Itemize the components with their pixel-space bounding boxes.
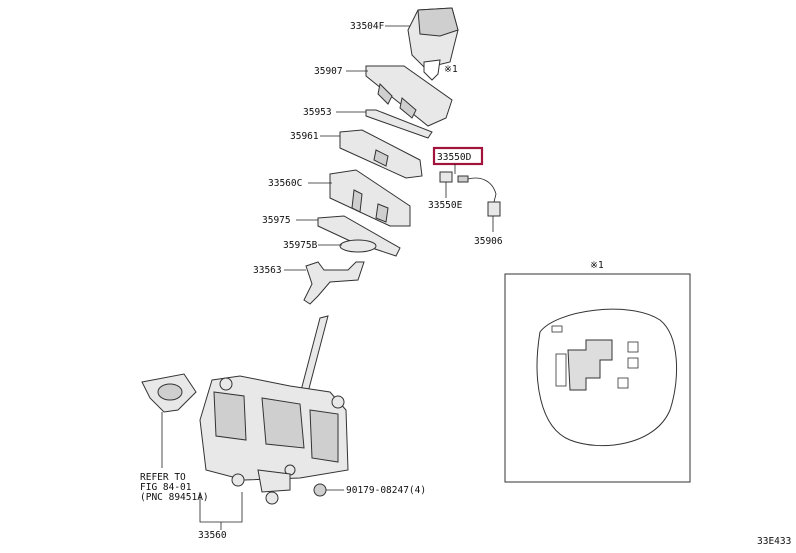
shift-knob[interactable] — [407, 7, 459, 69]
reference-line-3: (PNC 89451A) — [140, 492, 209, 503]
view-arrow-icon — [423, 59, 441, 81]
label-plate: 35953 — [303, 107, 332, 118]
label-lever: 33563 — [253, 265, 282, 276]
reference-line-2: FIG 84-01 — [140, 482, 192, 493]
label-base: 33560 — [198, 530, 227, 541]
label-wire: 35906 — [474, 236, 503, 247]
gate-slot-icon — [567, 339, 613, 391]
label-housing: 33560C — [268, 178, 302, 189]
label-cover: 35907 — [314, 66, 343, 77]
figure-code: 33E433 — [757, 536, 791, 547]
bolt[interactable] — [313, 483, 327, 497]
label-switch-e: 33550E — [428, 200, 463, 211]
label-knob: 33504F — [350, 21, 385, 32]
indicator-r-icon — [627, 341, 639, 353]
position-slider[interactable] — [339, 129, 423, 179]
lock-lever[interactable] — [303, 261, 365, 305]
shift-gate-view — [536, 308, 677, 447]
label-indicator: 35975 — [262, 215, 291, 226]
reference-line-1: REFER TO — [140, 472, 186, 483]
shift-cover[interactable] — [365, 65, 453, 127]
note-mark-1: ※1 — [444, 64, 458, 75]
wire-harness[interactable] — [467, 177, 501, 217]
indicator-plate[interactable] — [317, 215, 401, 257]
upper-housing[interactable] — [329, 169, 411, 227]
label-switch-assy[interactable]: 33550D — [437, 152, 472, 163]
highlight-frame — [432, 146, 484, 166]
label-bolt: 90179-08247(4) — [346, 485, 426, 496]
label-slider: 35961 — [290, 131, 319, 142]
indicator-n-icon — [627, 357, 639, 369]
switch-connector[interactable] — [439, 171, 469, 183]
shift-plate[interactable] — [365, 109, 433, 139]
indicator-p-icon — [617, 377, 629, 389]
label-indicator-b: 35975B — [283, 240, 318, 251]
shift-base-assembly[interactable] — [199, 315, 349, 505]
bracket-piece[interactable] — [141, 373, 197, 413]
indicator-b[interactable] — [339, 239, 377, 253]
inset-note-mark: ※1 — [590, 260, 604, 271]
